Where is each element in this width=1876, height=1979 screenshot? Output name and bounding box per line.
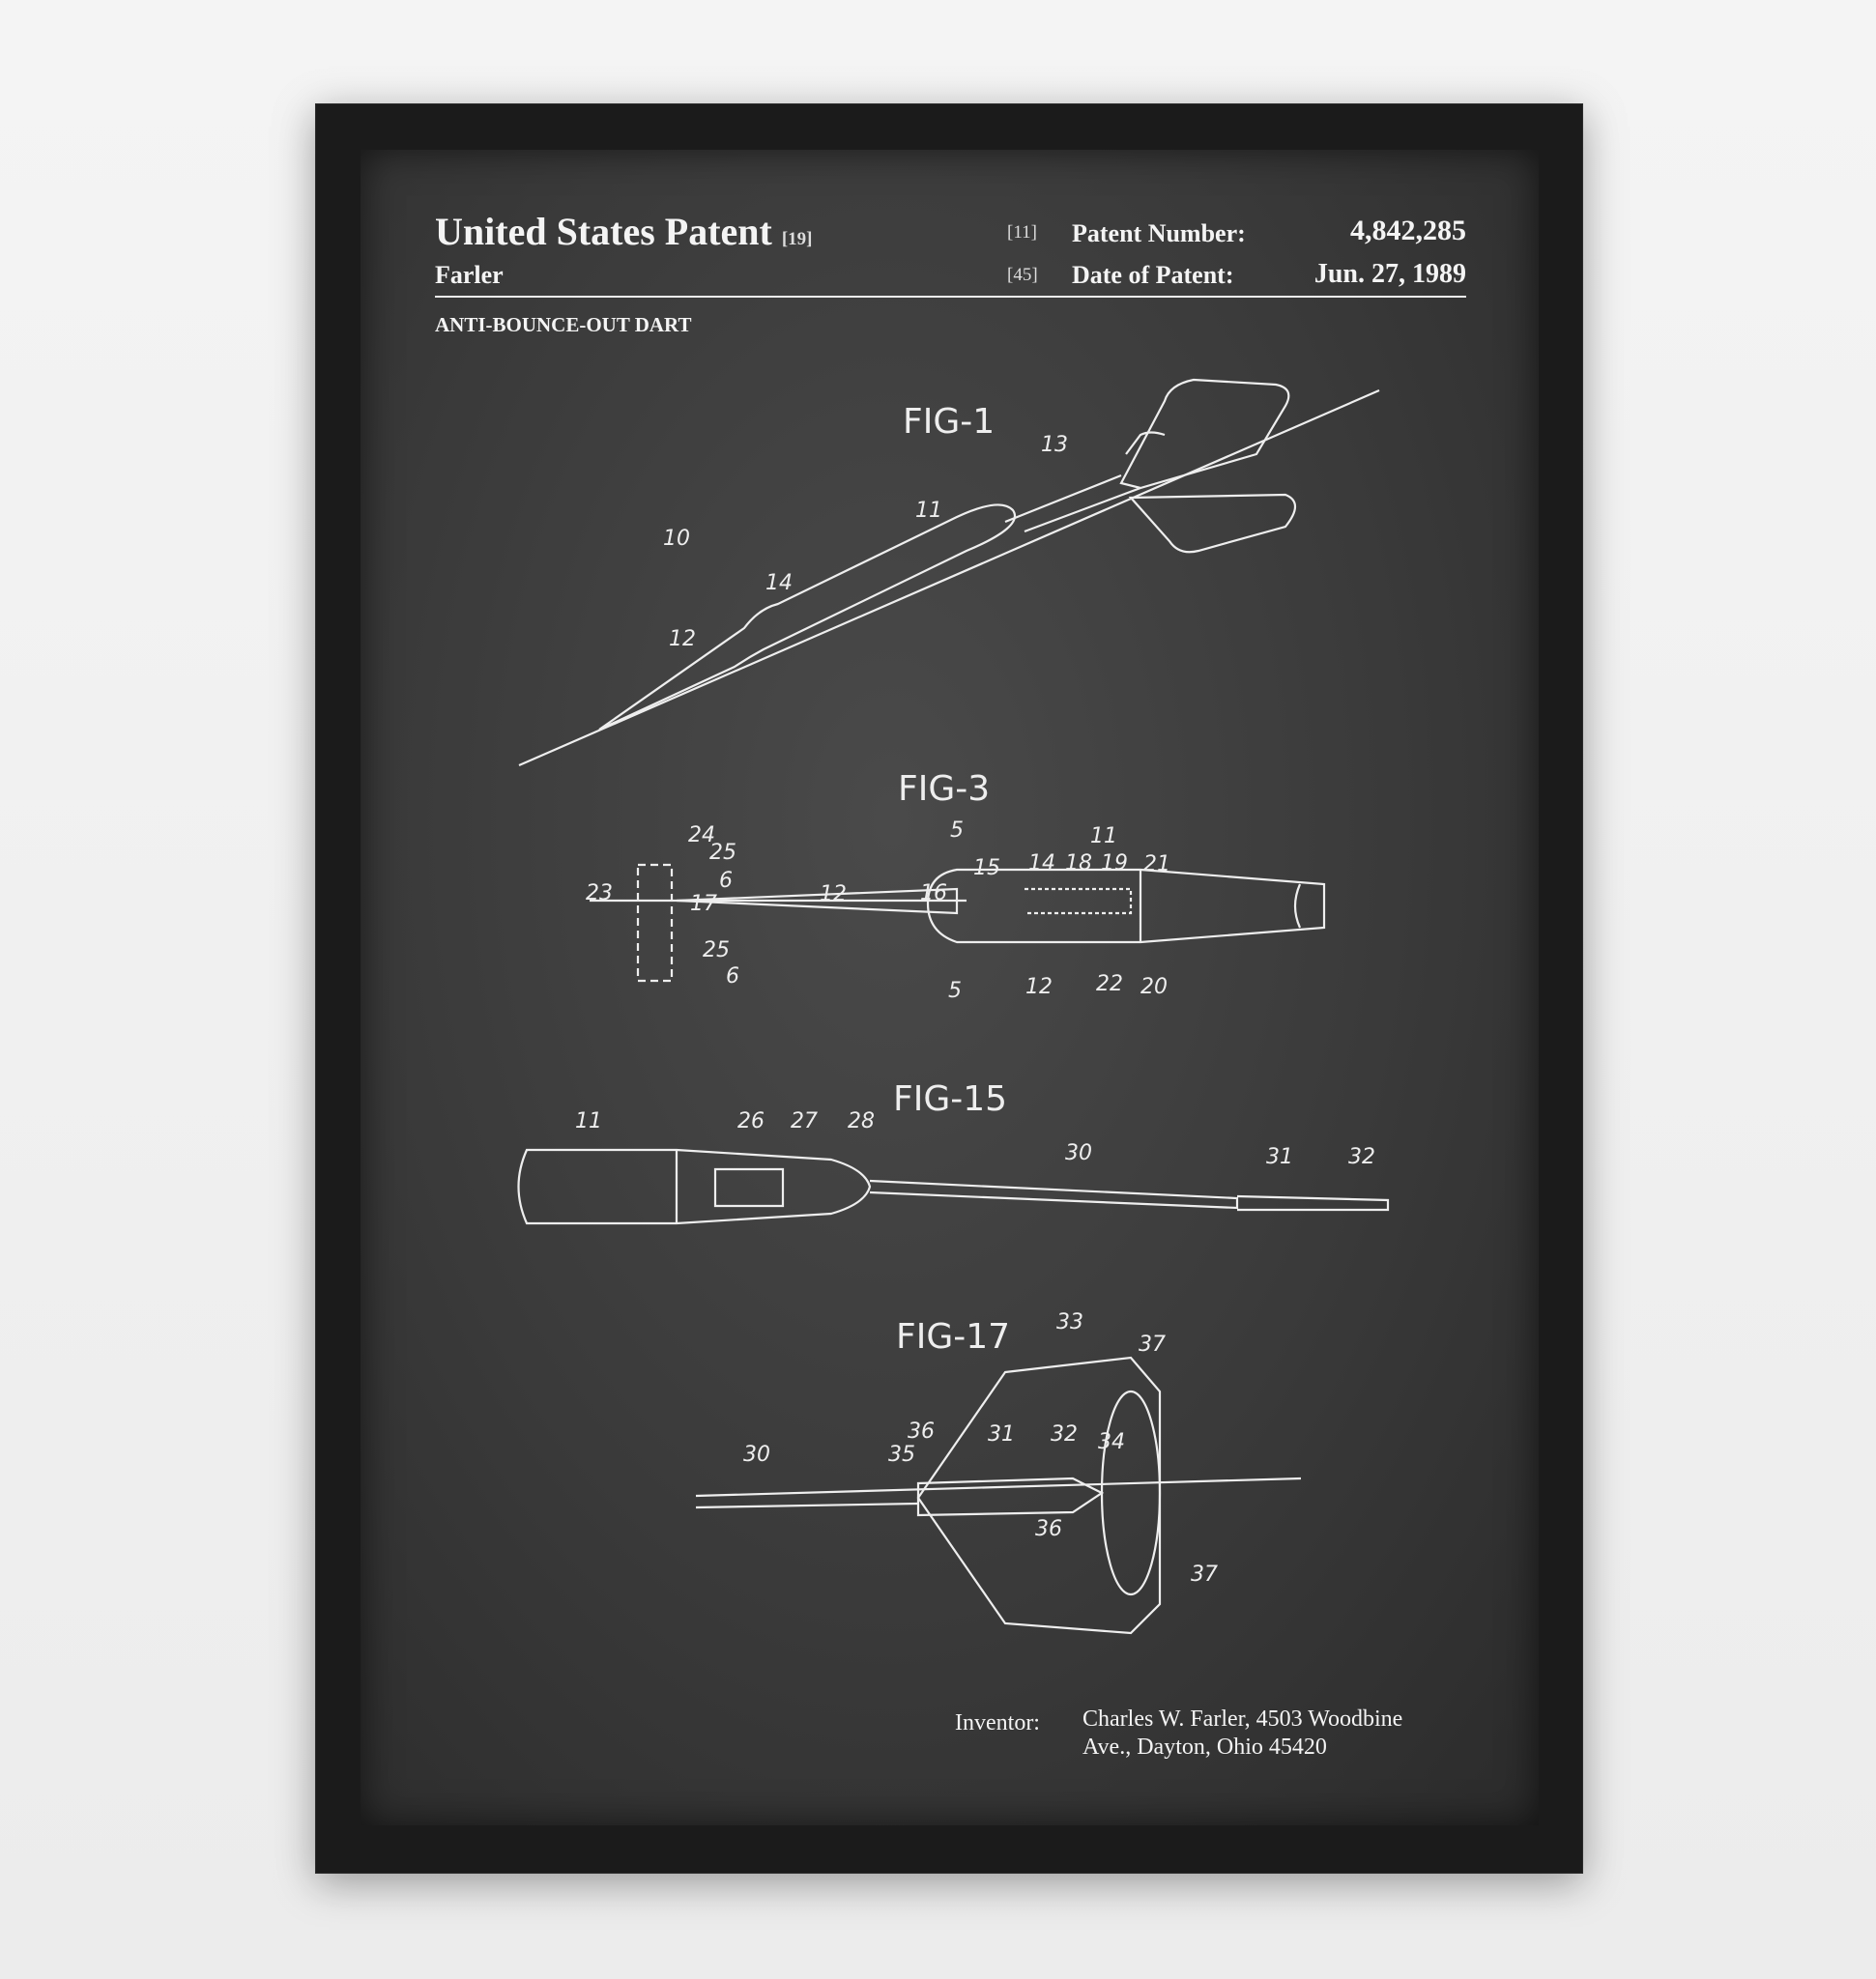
figure-label: FIG-17: [896, 1317, 1010, 1357]
reference-numeral: 12: [820, 882, 847, 906]
reference-numeral: 10: [663, 527, 690, 551]
reference-numeral: 11: [575, 1109, 602, 1133]
reference-numeral: 26: [737, 1109, 765, 1133]
reference-numeral: 6: [726, 964, 739, 989]
reference-numeral: 25: [709, 841, 736, 865]
date-tag: [45]: [1007, 265, 1038, 285]
fig15-drawing: [517, 1148, 1390, 1225]
inventor-surname: Farler: [435, 261, 504, 289]
reference-numeral: 21: [1143, 852, 1170, 876]
date-label: Date of Patent:: [1072, 261, 1234, 289]
reference-numeral: 11: [915, 499, 942, 523]
reference-numeral: 24: [688, 823, 715, 847]
reference-numeral: 37: [1139, 1333, 1166, 1357]
reference-numeral: 12: [1025, 975, 1053, 999]
patent-number-label: Patent Number:: [1072, 219, 1246, 247]
reference-numeral: 31: [988, 1422, 1015, 1447]
chalkboard-poster: [361, 150, 1539, 1825]
invention-title: ANTI-BOUNCE-OUT DART: [435, 313, 692, 336]
reference-numeral: 33: [1056, 1310, 1083, 1334]
reference-numeral: 37: [1191, 1563, 1218, 1587]
reference-numeral: 22: [1096, 972, 1123, 996]
number-tag: [11]: [1007, 222, 1037, 243]
reference-numeral: 30: [1065, 1141, 1092, 1165]
reference-numeral: 5: [950, 818, 964, 843]
reference-numeral: 5: [948, 979, 962, 1003]
reference-numeral: 23: [586, 881, 613, 905]
reference-numeral: 35: [888, 1443, 915, 1467]
reference-numeral: 32: [1051, 1422, 1078, 1447]
reference-numeral: 14: [765, 571, 793, 595]
figure-label: FIG-3: [898, 769, 990, 809]
inventor-line-1: Charles W. Farler, 4503 Woodbine: [1082, 1707, 1403, 1732]
reference-numeral: 16: [920, 881, 947, 905]
inventor-line-2: Ave., Dayton, Ohio 45420: [1082, 1735, 1327, 1760]
header-divider: [435, 296, 1466, 298]
reference-numeral: 17: [690, 892, 717, 916]
reference-numeral: 12: [669, 627, 696, 651]
reference-numeral: 25: [703, 938, 730, 962]
reference-numeral: 19: [1101, 851, 1128, 875]
reference-numeral: 32: [1348, 1145, 1375, 1169]
reference-numeral: 15: [973, 856, 1000, 880]
reference-numeral: 18: [1065, 851, 1092, 875]
date-value: Jun. 27, 1989: [1313, 259, 1466, 289]
figure-label: FIG-15: [893, 1079, 1007, 1119]
reference-numeral: 14: [1028, 851, 1055, 875]
fig17-flight-drawing: [695, 1356, 1302, 1635]
figure-label: FIG-1: [903, 402, 995, 442]
patent-number-value: 4,842,285: [1350, 215, 1466, 246]
reference-numeral: 11: [1090, 824, 1117, 848]
fig3-section-drawing: [590, 863, 1326, 983]
reference-numeral: 13: [1041, 433, 1068, 457]
fig1-dart-drawing: [518, 378, 1380, 767]
reference-numeral: 31: [1266, 1145, 1293, 1169]
reference-numeral: 6: [719, 869, 733, 893]
reference-numeral: 36: [1035, 1517, 1062, 1541]
title-tag: [19]: [781, 229, 813, 249]
reference-numeral: 36: [908, 1420, 935, 1444]
reference-numeral: 27: [791, 1109, 818, 1133]
reference-numeral: 28: [848, 1109, 875, 1133]
reference-numeral: 30: [743, 1443, 770, 1467]
inventor-label: Inventor:: [955, 1710, 1040, 1735]
patent-title: United States Patent [19]: [435, 210, 813, 253]
reference-numeral: 20: [1140, 975, 1168, 999]
reference-numeral: 34: [1098, 1430, 1125, 1454]
